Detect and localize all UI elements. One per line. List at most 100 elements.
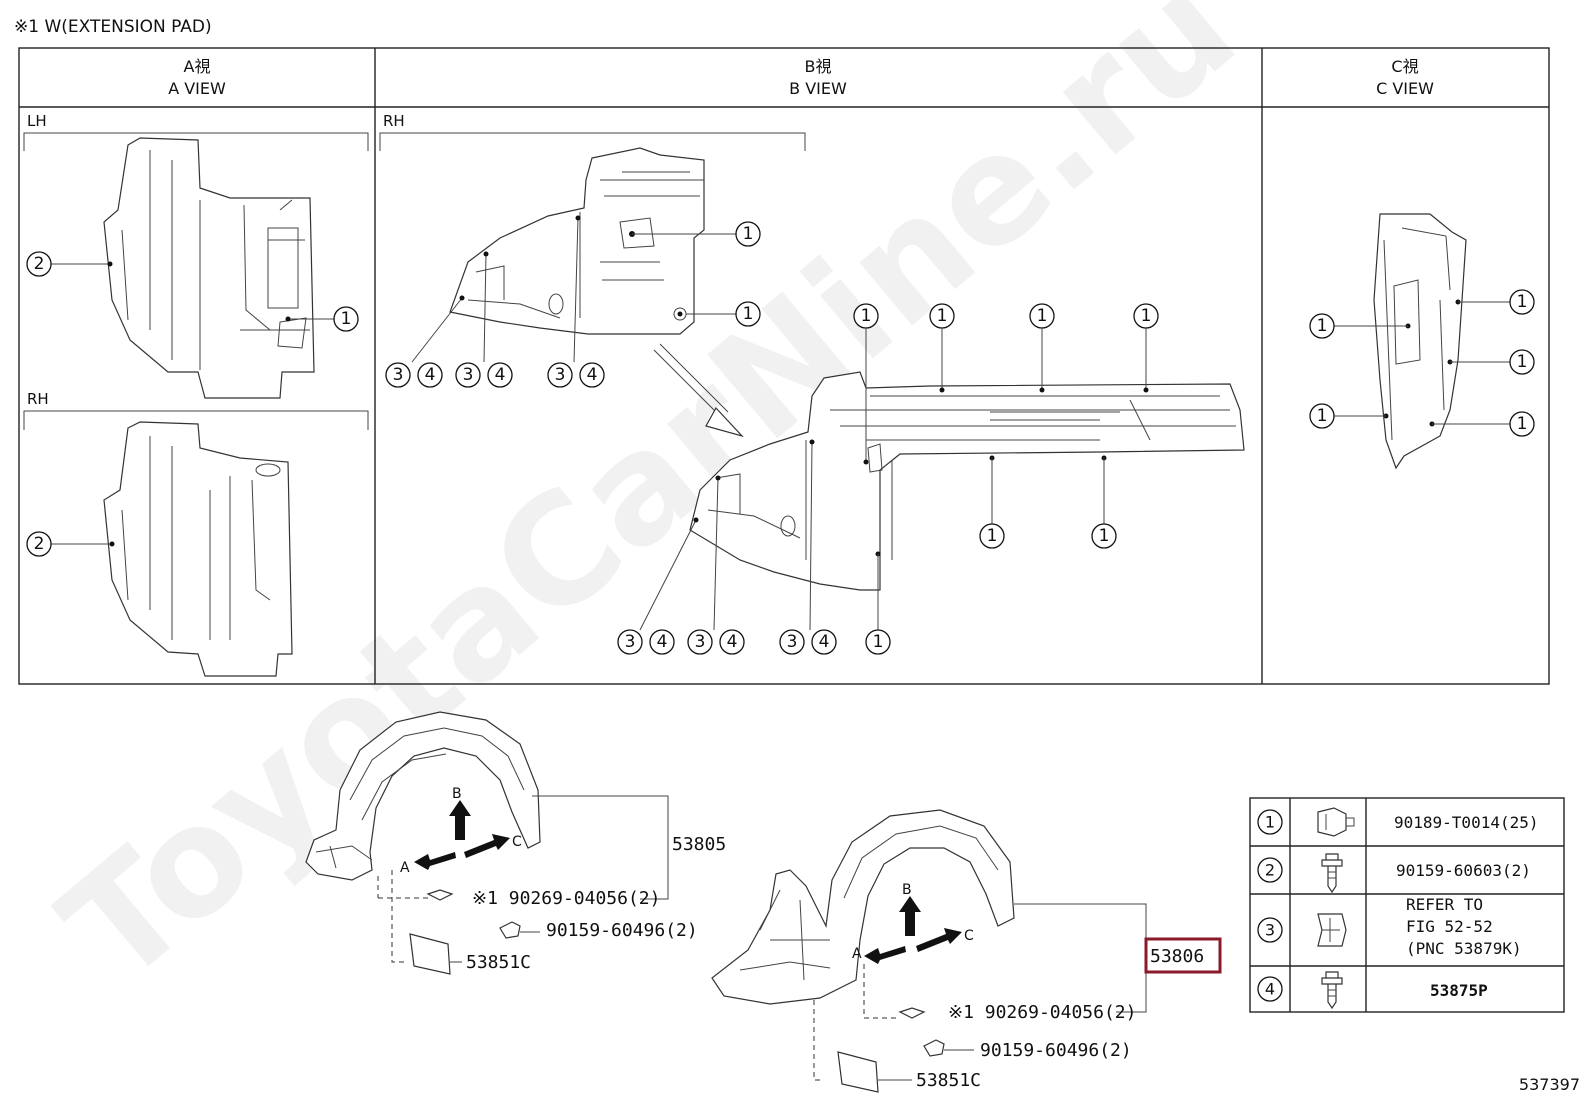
- part-pad-1: ※1 90269-04056(2): [472, 888, 660, 909]
- callout-1-b9: 1: [865, 629, 891, 655]
- callout-1-b1: 1: [735, 221, 761, 247]
- table-row: 2 90159-60603(2): [1257, 853, 1531, 894]
- callout-1-c5: 1: [1509, 411, 1535, 437]
- callout-3-4-b5: 3 4: [687, 629, 745, 655]
- table-row-4-no: 4: [1265, 980, 1275, 999]
- svg-text:1: 1: [987, 526, 998, 546]
- view-b-jp: B視: [805, 57, 832, 76]
- callout-1-b8: 1: [1091, 523, 1117, 549]
- svg-text:1: 1: [743, 224, 754, 244]
- part-53851c-1: 53851C: [466, 952, 531, 973]
- callout-3-4-b2: 3 4: [455, 362, 513, 388]
- table-row-4-code: 53875P: [1430, 981, 1488, 1000]
- callout-1-c4: 1: [1509, 349, 1535, 375]
- axis-arrows-1: [414, 800, 510, 870]
- table-row: 1 90189-T0014(25): [1257, 807, 1539, 837]
- callout-2-rh: 2: [26, 531, 52, 557]
- callout-3-4-b1: 3 4: [385, 362, 443, 388]
- view-c-jp: C視: [1391, 57, 1418, 76]
- svg-text:1: 1: [1517, 414, 1528, 434]
- arrow-label-b-2: B: [902, 882, 912, 898]
- liner-a-lh: [103, 137, 315, 399]
- svg-text:4: 4: [727, 632, 738, 652]
- arrow-label-c-2: C: [964, 928, 974, 944]
- side-label-rh-a: RH: [27, 390, 49, 408]
- table-row-3-no: 3: [1265, 921, 1275, 940]
- callout-1-b2: 1: [735, 301, 761, 327]
- part-53805: 53805: [672, 834, 726, 855]
- svg-text:4: 4: [819, 632, 830, 652]
- callout-1-lh: 1: [333, 306, 359, 332]
- screw-icon: [1321, 971, 1343, 1010]
- table-row: 3 REFER TO FIG 52-52 (PNC 53879K): [1257, 895, 1522, 958]
- view-a-title: A VIEW: [168, 79, 226, 98]
- side-label-rh-b: RH: [383, 112, 405, 130]
- svg-text:4: 4: [587, 365, 598, 385]
- view-c-title: C VIEW: [1376, 79, 1434, 98]
- svg-text:3: 3: [695, 632, 706, 652]
- svg-text:4: 4: [425, 365, 436, 385]
- svg-text:3: 3: [625, 632, 636, 652]
- svg-text:2: 2: [34, 534, 45, 554]
- svg-text:3: 3: [393, 365, 404, 385]
- svg-text:4: 4: [495, 365, 506, 385]
- callout-1-b7: 1: [979, 523, 1005, 549]
- part-53806[interactable]: 53806: [1150, 946, 1204, 967]
- view-frame: [18, 47, 1550, 685]
- table-row-3-line-2: FIG 52-52: [1406, 917, 1493, 936]
- svg-text:1: 1: [937, 306, 948, 326]
- svg-text:1: 1: [1037, 306, 1048, 326]
- extension-pad-note: ※1 W(EXTENSION PAD): [14, 17, 212, 37]
- callout-1-b6: 1: [1133, 303, 1159, 329]
- callout-1-b5: 1: [1029, 303, 1055, 329]
- transition-arrow: [653, 343, 744, 438]
- figure-id: 537397: [1519, 1075, 1580, 1094]
- fastener-table: 1 90189-T0014(25) 2 90159-60603(2) 3: [1249, 797, 1565, 1013]
- table-row-2-code: 90159-60603(2): [1396, 861, 1531, 880]
- svg-text:4: 4: [657, 632, 668, 652]
- liner-a-rh: [103, 421, 293, 677]
- part-53851c-2: 53851C: [916, 1070, 981, 1091]
- fender-liner-53805: [305, 711, 541, 881]
- part-bolt-1: 90159-60496(2): [546, 920, 698, 941]
- side-label-lh: LH: [27, 112, 47, 130]
- callout-1-c1: 1: [1309, 313, 1335, 339]
- arrow-label-b-1: B: [452, 786, 462, 802]
- arrow-label-c-1: C: [512, 834, 522, 850]
- liner-c: [1373, 213, 1467, 470]
- callout-3-4-b3: 3 4: [547, 362, 605, 388]
- part-53806-highlight: [1144, 937, 1222, 974]
- svg-text:1: 1: [861, 306, 872, 326]
- svg-text:2: 2: [34, 254, 45, 274]
- callout-1-c3: 1: [1509, 289, 1535, 315]
- callout-3-4-b4: 3 4: [617, 629, 675, 655]
- table-row-3-line-3: (PNC 53879K): [1406, 939, 1522, 958]
- arrow-label-a-1: A: [400, 860, 410, 876]
- axis-arrows-2: [864, 896, 962, 964]
- table-row-3-line-1: REFER TO: [1406, 895, 1483, 914]
- view-a-jp: A視: [184, 57, 211, 76]
- liner-b-lower: [689, 371, 1245, 591]
- table-row-2-no: 2: [1265, 861, 1275, 880]
- callout-1-b3: 1: [853, 303, 879, 329]
- svg-text:1: 1: [743, 304, 754, 324]
- svg-text:1: 1: [873, 632, 884, 652]
- svg-text:1: 1: [1099, 526, 1110, 546]
- svg-text:3: 3: [555, 365, 566, 385]
- arrow-label-a-2: A: [852, 946, 862, 962]
- svg-text:1: 1: [341, 309, 352, 329]
- screw-icon: [1321, 853, 1343, 894]
- callout-3-4-b6: 3 4: [779, 629, 837, 655]
- svg-text:3: 3: [787, 632, 798, 652]
- clip-icon: [1317, 807, 1355, 837]
- view-b-title: B VIEW: [789, 79, 847, 98]
- callout-2-lh: 2: [26, 251, 52, 277]
- svg-text:1: 1: [1317, 316, 1328, 336]
- svg-text:3: 3: [463, 365, 474, 385]
- fender-liner-53806: [711, 809, 1015, 1005]
- table-row-1-code: 90189-T0014(25): [1394, 813, 1539, 832]
- part-pad-2: ※1 90269-04056(2): [948, 1002, 1136, 1023]
- retainer-icon: [1317, 913, 1347, 947]
- svg-text:1: 1: [1141, 306, 1152, 326]
